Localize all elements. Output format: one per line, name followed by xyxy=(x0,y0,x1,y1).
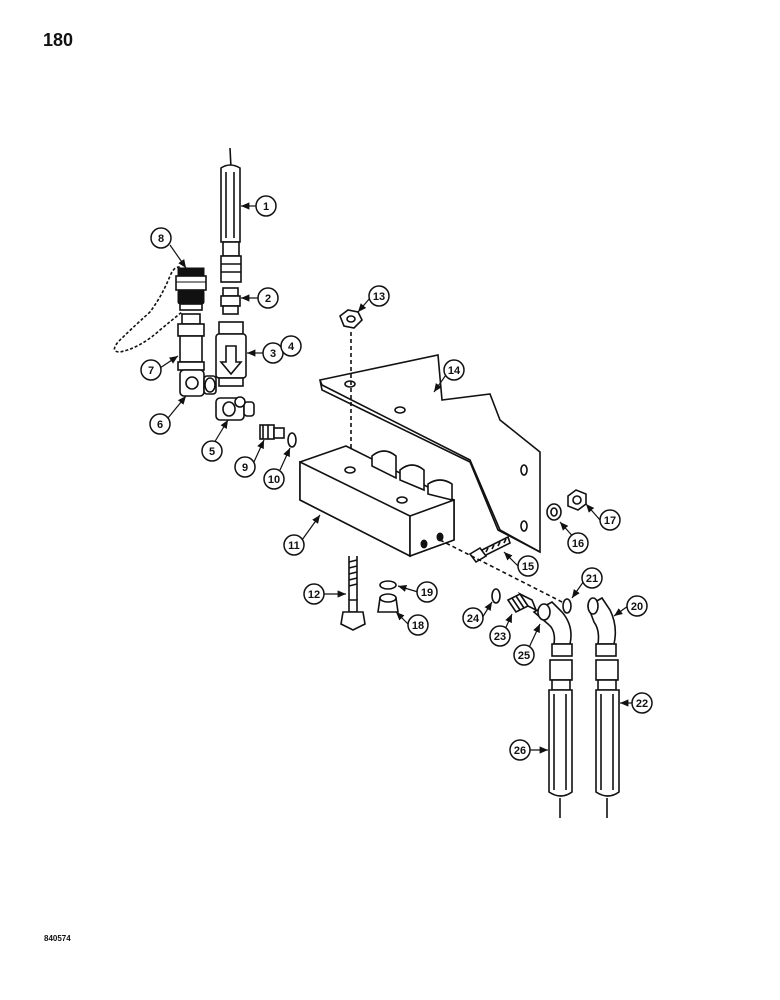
svg-text:26: 26 xyxy=(514,745,526,757)
dust-cap-with-chain xyxy=(113,266,207,353)
o-ring-21 xyxy=(562,598,572,614)
callout-12: 12 xyxy=(303,583,325,605)
svg-text:20: 20 xyxy=(631,601,643,613)
callout-10: 10 xyxy=(263,468,285,490)
svg-text:11: 11 xyxy=(288,540,300,552)
callout-21: 21 xyxy=(581,567,603,589)
svg-text:10: 10 xyxy=(268,474,280,486)
svg-text:14: 14 xyxy=(448,365,461,377)
callout-26: 26 xyxy=(509,739,531,761)
quick-coupler xyxy=(177,313,205,371)
callout-1: 1 xyxy=(255,195,277,217)
callout-25: 25 xyxy=(513,644,535,666)
hose-lower-left xyxy=(548,659,573,818)
hex-nut-13 xyxy=(339,309,363,470)
svg-text:7: 7 xyxy=(148,365,154,377)
adapter-23 xyxy=(506,591,538,614)
callout-13: 13 xyxy=(368,285,390,307)
callout-23: 23 xyxy=(489,625,511,647)
svg-text:22: 22 xyxy=(636,698,648,710)
svg-text:17: 17 xyxy=(604,515,616,527)
callout-22: 22 xyxy=(631,692,653,714)
straight-adapter xyxy=(259,424,285,440)
tee-fitting-lower xyxy=(215,396,255,421)
svg-text:12: 12 xyxy=(308,589,320,601)
callout-20: 20 xyxy=(626,595,648,617)
callout-15: 15 xyxy=(517,555,539,577)
svg-text:21: 21 xyxy=(586,573,598,585)
o-ring-10 xyxy=(287,432,297,448)
figure-code: 840574 xyxy=(44,934,71,943)
tee-fitting-upper xyxy=(179,369,217,397)
callout-6: 6 xyxy=(149,413,171,435)
svg-text:6: 6 xyxy=(157,419,163,431)
elbow-fitting-25 xyxy=(532,601,573,657)
callout-4: 4 xyxy=(280,335,302,357)
callout-19: 19 xyxy=(416,581,438,603)
svg-text:19: 19 xyxy=(421,587,433,599)
callout-8: 8 xyxy=(150,227,172,249)
svg-text:18: 18 xyxy=(412,620,424,632)
elbow-fitting-20 xyxy=(587,596,617,657)
svg-text:23: 23 xyxy=(494,631,506,643)
svg-text:9: 9 xyxy=(242,462,248,474)
callout-24: 24 xyxy=(462,607,484,629)
cap-screw-15 xyxy=(468,535,511,564)
svg-text:4: 4 xyxy=(288,341,295,353)
callout-17: 17 xyxy=(599,509,621,531)
o-ring-24 xyxy=(491,588,501,604)
callout-leaders xyxy=(159,202,632,754)
svg-text:3: 3 xyxy=(270,348,276,360)
long-bolt-12 xyxy=(340,556,366,631)
callout-3: 3 xyxy=(262,342,284,364)
hose-top xyxy=(220,147,242,283)
o-ring-19 xyxy=(379,580,397,590)
svg-text:1: 1 xyxy=(263,201,269,213)
plug-18 xyxy=(377,593,399,613)
svg-text:25: 25 xyxy=(518,650,530,662)
callout-18: 18 xyxy=(407,614,429,636)
callout-14: 14 xyxy=(443,359,465,381)
page-number: 180 xyxy=(43,30,74,50)
svg-text:13: 13 xyxy=(373,291,385,303)
svg-text:15: 15 xyxy=(522,561,534,573)
callout-2: 2 xyxy=(257,287,279,309)
manifold-block xyxy=(299,445,455,558)
svg-text:5: 5 xyxy=(209,446,215,458)
callout-11: 11 xyxy=(283,534,305,556)
callout-9: 9 xyxy=(234,456,256,478)
check-valve xyxy=(215,321,247,387)
adapter-fitting xyxy=(220,287,241,315)
svg-text:24: 24 xyxy=(467,613,480,625)
callout-5: 5 xyxy=(201,440,223,462)
svg-text:2: 2 xyxy=(265,293,271,305)
callout-16: 16 xyxy=(567,532,589,554)
svg-text:16: 16 xyxy=(572,538,584,550)
hose-lower-right xyxy=(595,659,620,818)
svg-text:8: 8 xyxy=(158,233,164,245)
hex-nut-17 xyxy=(567,489,587,511)
callout-7: 7 xyxy=(140,359,162,381)
